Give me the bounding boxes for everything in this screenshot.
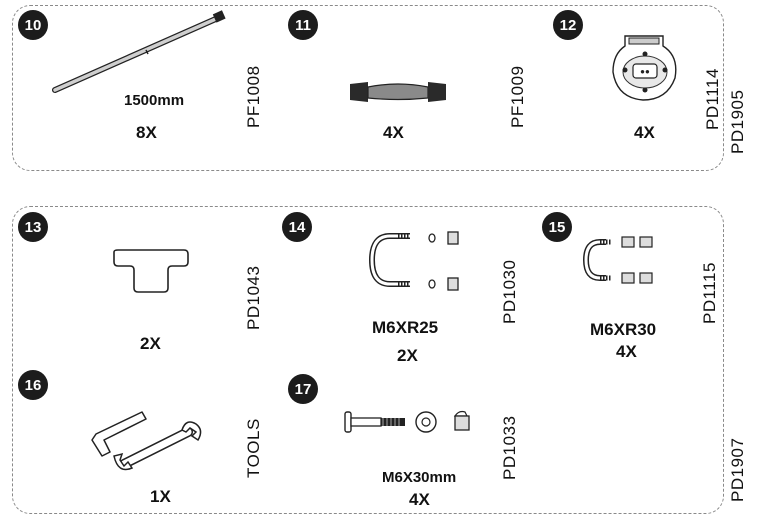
item-part-code: PD1115 bbox=[700, 262, 719, 324]
item-part-code: PF1009 bbox=[508, 65, 527, 128]
item-size: M6X30mm bbox=[382, 469, 457, 486]
t-bracket-icon bbox=[113, 249, 189, 293]
item-number-badge: 10 bbox=[18, 10, 48, 40]
item-number-badge: 17 bbox=[288, 374, 318, 404]
item-number-badge: 13 bbox=[18, 212, 48, 242]
mount-plate-icon: ●● bbox=[612, 35, 677, 101]
parts-panel-top bbox=[12, 5, 724, 171]
item-quantity: 2X bbox=[397, 346, 418, 365]
item-part-code: PD1030 bbox=[500, 259, 519, 324]
item-size: M6XR30 bbox=[590, 320, 657, 339]
item-number-badge: 15 bbox=[542, 212, 572, 242]
parts-panel-bottom bbox=[12, 206, 724, 514]
panel-part-code: PD1907 bbox=[728, 437, 747, 502]
item-quantity: 4X bbox=[634, 123, 655, 142]
item-quantity: 2X bbox=[140, 334, 161, 353]
u-bolt-icon bbox=[582, 236, 653, 284]
item-quantity: 4X bbox=[616, 342, 637, 361]
item-number-badge: 12 bbox=[553, 10, 583, 40]
rod-icon bbox=[52, 10, 226, 93]
item-quantity: 1X bbox=[150, 487, 171, 506]
item-number-badge: 11 bbox=[288, 10, 318, 40]
svg-text:●●: ●● bbox=[640, 67, 650, 76]
hex-key-wrench-icon bbox=[91, 411, 202, 471]
item-quantity: 4X bbox=[409, 490, 430, 509]
item-quantity: 8X bbox=[136, 123, 157, 142]
item-size: M6XR25 bbox=[372, 318, 439, 337]
bolt-washer-nut-icon bbox=[344, 410, 470, 433]
panel-part-code: PD1905 bbox=[728, 89, 747, 154]
item-quantity: 4X bbox=[383, 123, 404, 142]
item-part-code: TOOLS bbox=[244, 418, 263, 478]
item-part-code: PD1114 bbox=[703, 68, 722, 130]
strap-icon bbox=[350, 82, 446, 102]
item-number-badge: 16 bbox=[18, 370, 48, 400]
item-part-code: PD1033 bbox=[500, 415, 519, 480]
item-part-code: PF1008 bbox=[244, 65, 263, 128]
u-bolt-icon bbox=[368, 231, 459, 291]
item-number-badge: 14 bbox=[282, 212, 312, 242]
item-part-code: PD1043 bbox=[244, 265, 263, 330]
item-length: 1500mm bbox=[124, 92, 185, 109]
